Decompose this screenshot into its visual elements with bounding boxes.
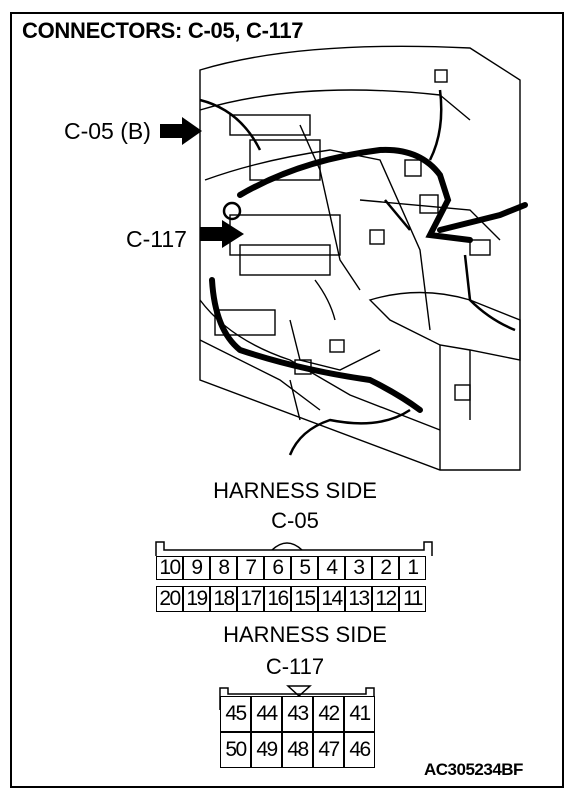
c05-connector-name: C-05 [271, 508, 319, 533]
c05-pin: 1 [399, 556, 426, 580]
c05-pin: 15 [291, 586, 318, 612]
dashboard-harness-illustration [160, 45, 528, 471]
c117-pin: 48 [282, 732, 313, 768]
c05-pin: 14 [318, 586, 345, 612]
c05-pin: 12 [372, 586, 399, 612]
page-title: CONNECTORS: C-05, C-117 [22, 18, 304, 43]
c05-pin: 6 [264, 556, 291, 580]
c117-connector-housing [219, 685, 375, 710]
callout-c05: C-05 (B) [64, 118, 151, 144]
c05-pin: 11 [399, 586, 426, 612]
c05-pin: 13 [345, 586, 372, 612]
c117-pin: 49 [251, 732, 282, 768]
c05-pin: 5 [291, 556, 318, 580]
c117-pin: 43 [282, 696, 313, 732]
c117-pin-row-bottom: 50 49 48 47 46 [220, 732, 375, 768]
c117-pin: 46 [344, 732, 375, 768]
c117-pin: 42 [313, 696, 344, 732]
c117-pin: 47 [313, 732, 344, 768]
c05-pin: 20 [156, 586, 183, 612]
c117-pin: 41 [344, 696, 375, 732]
c117-pin: 45 [220, 696, 251, 732]
c117-pin: 50 [220, 732, 251, 768]
c05-pin: 9 [183, 556, 210, 580]
c05-pin: 4 [318, 556, 345, 580]
c05-harness-side-label: HARNESS SIDE [213, 478, 377, 503]
callout-c117: C-117 [126, 226, 187, 252]
c05-connector-housing [155, 541, 433, 556]
c05-pin-row-bottom: 20 19 18 17 16 15 14 13 12 11 [156, 586, 426, 612]
c05-pin-row-top: 10 9 8 7 6 5 4 3 2 1 [156, 556, 426, 580]
c117-harness-side-label: HARNESS SIDE [223, 622, 387, 647]
diagram-frame [10, 12, 564, 788]
c117-connector-name: C-117 [265, 654, 325, 679]
figure-code: AC305234BF [424, 760, 523, 779]
c05-pin: 16 [264, 586, 291, 612]
c117-arrow-icon [200, 220, 244, 248]
c05-pin: 19 [183, 586, 210, 612]
c05-pin: 17 [237, 586, 264, 612]
c05-pin: 7 [237, 556, 264, 580]
c05-pin: 10 [156, 556, 183, 580]
c05-pin: 18 [210, 586, 237, 612]
c117-pin-row-top: 45 44 43 42 41 [220, 696, 375, 732]
c05-pin: 8 [210, 556, 237, 580]
c05-pin: 3 [345, 556, 372, 580]
c05-arrow-icon [160, 117, 202, 145]
c05-pin: 2 [372, 556, 399, 580]
c117-pin: 44 [251, 696, 282, 732]
